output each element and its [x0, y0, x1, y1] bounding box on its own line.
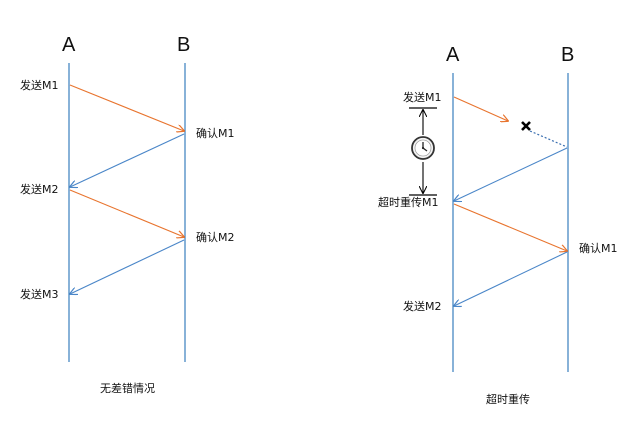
left-caption: 无差错情况 [100, 381, 155, 395]
right-retransmit-m1-arrow [453, 203, 567, 251]
right-send-m1-arrow [453, 96, 508, 121]
left-ack-m1-arrow [70, 133, 185, 187]
left-send-m1-arrow [69, 84, 184, 131]
right-lost-path-dotted [529, 130, 568, 148]
right-label-send-m2: 发送M2 [403, 299, 442, 313]
left-label-send-m2: 发送M2 [20, 182, 59, 196]
right-caption: 超时重传 [486, 392, 530, 406]
left-label-send-m3: 发送M3 [20, 287, 59, 301]
clock-icon [411, 136, 435, 160]
left-node-a-label: A [62, 34, 76, 56]
right-label-send-m1: 发送M1 [403, 90, 442, 104]
right-ack-m1-arrow [454, 251, 568, 306]
right-node-b-label: B [561, 44, 574, 66]
timeout-interval-bracket [409, 107, 437, 196]
left-node-b-label: B [177, 34, 190, 56]
right-label-retransmit-m1: 超时重传M1 [378, 195, 439, 209]
left-label-ack-m1: 确认M1 [196, 127, 235, 140]
left-send-m2-arrow [69, 189, 184, 237]
left-label-ack-m2: 确认M2 [196, 231, 235, 244]
cross-icon [521, 121, 531, 131]
right-return-arrow [454, 147, 568, 201]
left-label-send-m1: 发送M1 [20, 78, 59, 92]
right-node-a-label: A [446, 44, 460, 66]
right-label-ack-m1: 确认M1 [579, 242, 618, 255]
left-ack-m2-arrow [70, 239, 185, 294]
left-diagram: A B 发送M1 确认M1 发送M2 确认M2 发送M3 无差错情况 [20, 34, 235, 395]
right-diagram: A B [378, 44, 618, 406]
